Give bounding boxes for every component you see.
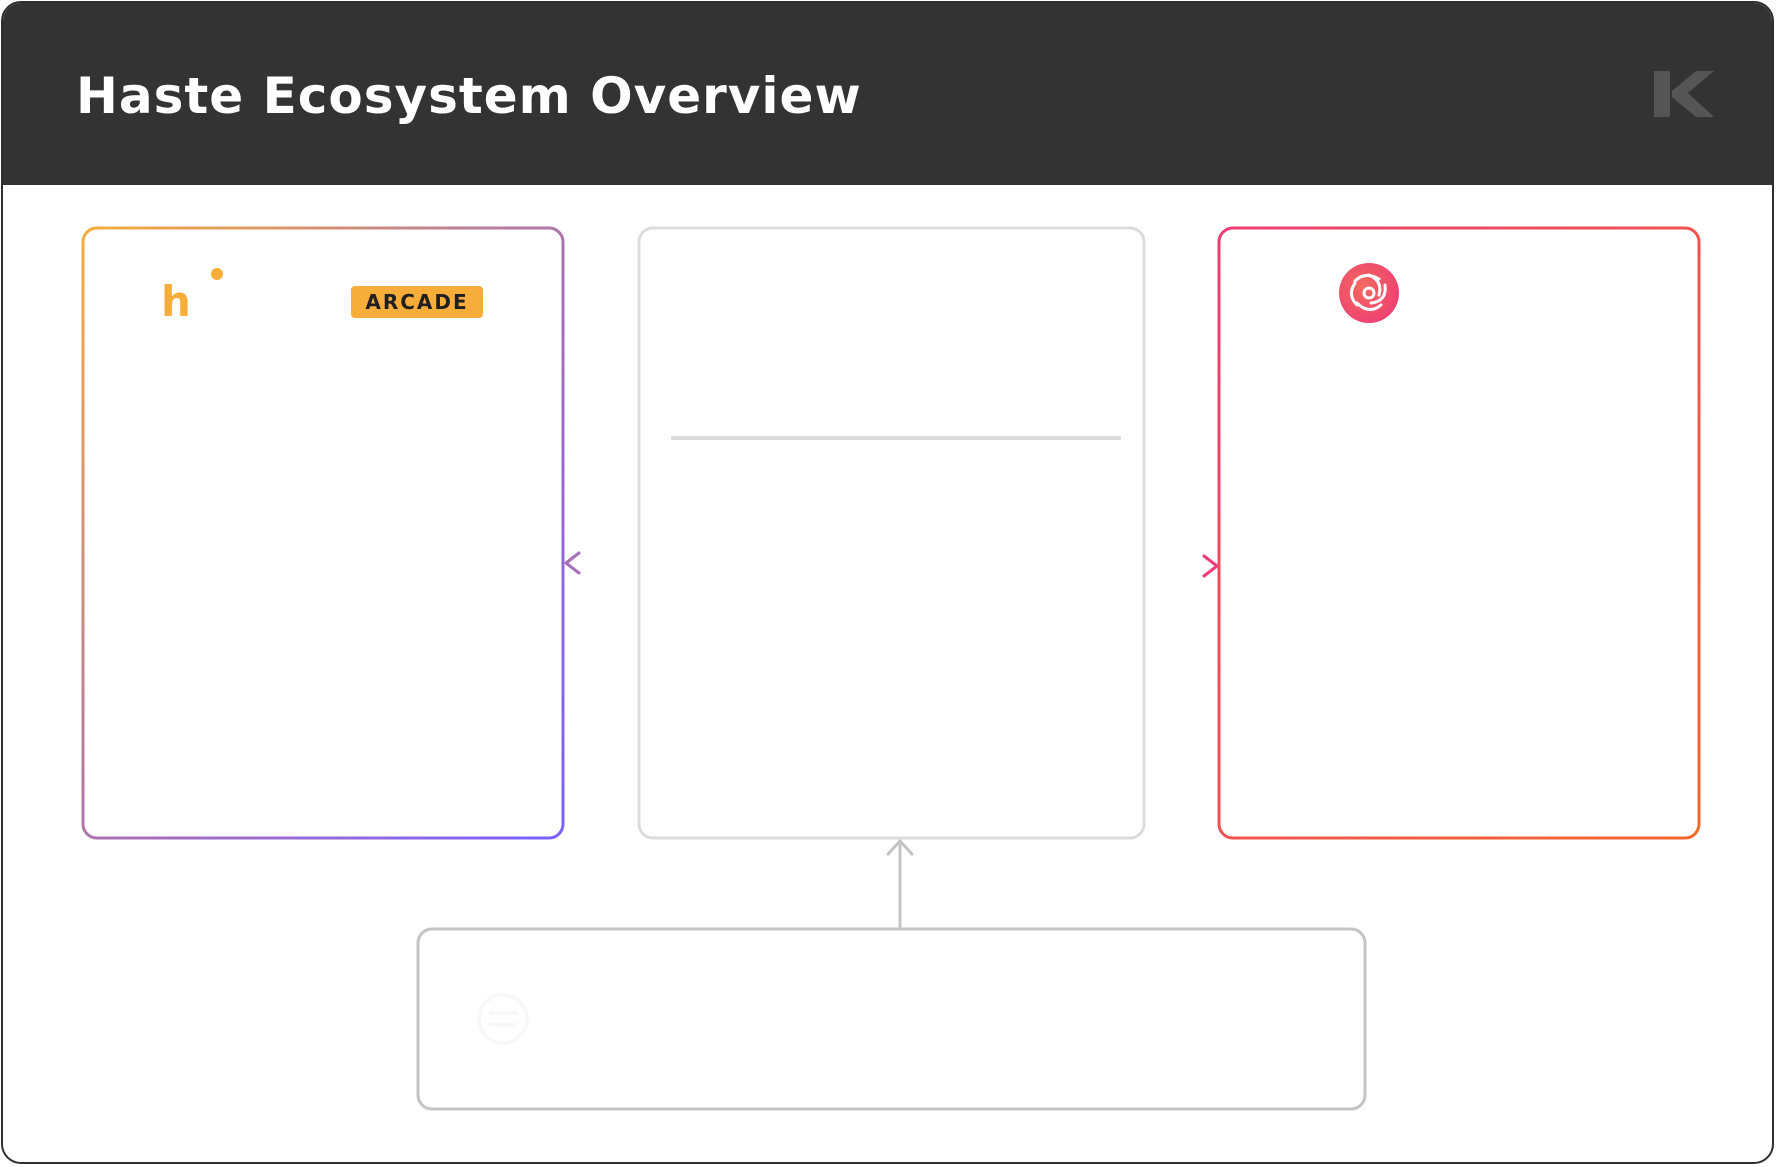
page-title: Haste Ecosystem Overview <box>76 67 862 125</box>
header-bar: Haste Ecosystem Overview <box>3 3 1772 185</box>
card-right-border <box>1217 226 1701 840</box>
card-center <box>637 226 1146 840</box>
arrow-center-to-left <box>564 551 639 575</box>
arrow-center-to-right <box>1145 554 1219 578</box>
arrow-bottom-to-center <box>886 839 914 929</box>
haste-h-logo-icon: h <box>161 268 223 326</box>
card-bottom-border <box>416 927 1367 1111</box>
k-logo-icon <box>1654 71 1714 117</box>
card-left: h <box>81 226 565 840</box>
swirl-logo-icon <box>1339 263 1399 323</box>
card-left-border <box>81 226 565 840</box>
ecosystem-diagram: h <box>81 226 1701 1111</box>
card-bottom <box>416 927 1367 1111</box>
card-center-border <box>637 226 1146 840</box>
faint-logo-icon <box>477 993 529 1045</box>
svg-text:h: h <box>161 277 191 326</box>
card-right <box>1217 226 1701 840</box>
arcade-badge: ARCADE <box>351 286 483 318</box>
